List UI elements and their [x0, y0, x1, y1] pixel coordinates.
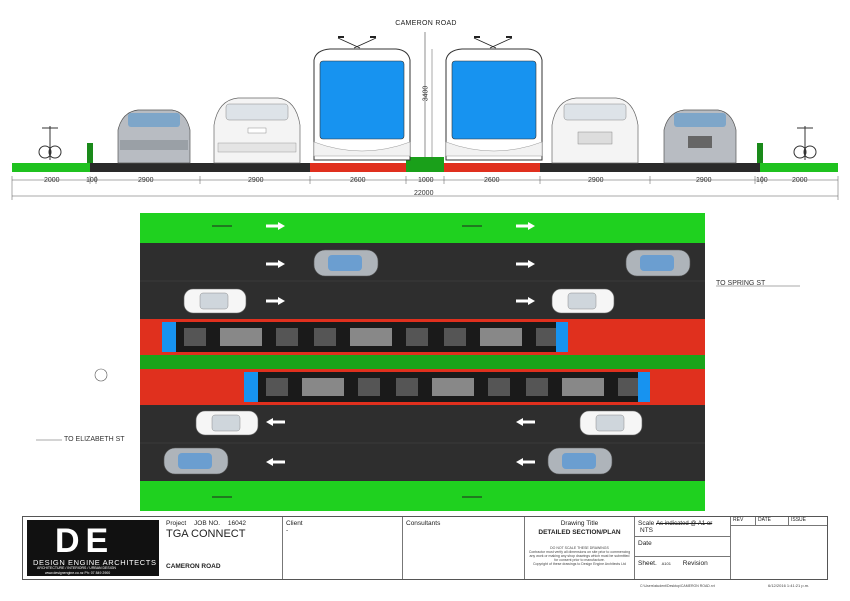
plan-cycleway-bottom: [140, 481, 705, 511]
car-front-grey-right: [663, 109, 737, 164]
section-title: CAMERON ROAD: [395, 20, 457, 27]
dim-lane-4: 2900: [696, 177, 712, 184]
scale-cell: Scale As indicated @ A1 or NTS Date Shee…: [635, 517, 731, 579]
height-dimension: 3400: [422, 85, 430, 102]
plan-tram-bottom: [244, 372, 650, 402]
dim-lane-2: 2900: [248, 177, 264, 184]
plan-median: [140, 355, 705, 369]
title-block: DE DESIGN ENGINE ARCHITECTS ARCHITECTURE…: [22, 516, 828, 580]
tram-front-left: [313, 36, 411, 161]
dim-median: 1000: [418, 177, 434, 184]
note-copyright: Copyright of these drawings to Design En…: [533, 562, 626, 566]
revision-label: Revision: [682, 560, 708, 567]
note-verify: Contractor must verify all dimensions on…: [528, 550, 631, 562]
project-name: TGA CONNECT: [166, 528, 246, 540]
job-number: 16042: [227, 520, 246, 527]
dim-tram-left: 2600: [350, 177, 366, 184]
dim-buffer-right: 100: [756, 177, 768, 184]
scale-value: As indicated @ A1 or: [656, 521, 713, 527]
plan-tram-top: [162, 322, 568, 352]
verge-right: [760, 163, 838, 172]
to-elizabeth-street-label: TO ELIZABETH ST: [64, 436, 125, 443]
issue-header: ISSUE: [791, 517, 807, 523]
dim-lane-3: 2900: [588, 177, 604, 184]
job-label: JOB NO.: [194, 520, 221, 527]
client-value: -: [286, 527, 289, 534]
revision-table: REV DATE ISSUE: [731, 517, 827, 579]
bollard-right: [757, 143, 763, 163]
scale-label: Scale: [638, 520, 655, 527]
plan-cycleway-top: [140, 213, 705, 243]
client-cell: Client -: [283, 517, 403, 579]
dim-cycle-right: 2000: [792, 177, 808, 184]
drawing-title: DETAILED SECTION/PLAN: [538, 529, 621, 536]
firm-subtitle: ARCHITECTURE / INTERIORS / URBAN DESIGN: [37, 566, 116, 570]
project-label: Project: [166, 520, 187, 527]
project-cell: Project JOB NO. 16042 TGA CONNECT CAMERO…: [163, 517, 283, 579]
median-planter: [406, 157, 444, 172]
cross-section-drawing: [11, 32, 839, 200]
client-label: Client: [286, 520, 303, 527]
firm-name: DESIGN ENGINE ARCHITECTS: [33, 558, 157, 567]
file-path: C:\Users\student\Desktop\CAMERON ROAD.rv…: [640, 584, 715, 588]
plan-drawing: [36, 213, 800, 511]
firm-contact: www.designengine.co.nz Ph: 07 849 2900: [45, 571, 111, 575]
firm-logo: DE DESIGN ENGINE ARCHITECTS ARCHITECTURE…: [27, 520, 159, 576]
bicycle-icon-right: [793, 126, 817, 160]
bollard-left: [87, 143, 93, 163]
car-rear-grey-left: [117, 109, 191, 164]
dim-buffer-left: 100: [86, 177, 98, 184]
dim-cycle-left: 2000: [44, 177, 60, 184]
dim-total: 22000: [414, 190, 434, 197]
consultants-label: Consultants: [406, 520, 441, 527]
drawing-title-label: Drawing Title: [560, 520, 599, 527]
project-subtitle: CAMERON ROAD: [166, 563, 221, 570]
bicycle-icon-left: [38, 126, 62, 160]
logo-mark: DE: [55, 522, 115, 560]
tram-front-right: [445, 36, 543, 161]
tram-lane-left: [310, 163, 406, 172]
drawing-title-cell: Drawing Title DETAILED SECTION/PLAN DO N…: [525, 517, 635, 579]
rev-header: REV: [731, 517, 756, 525]
consultants-cell: Consultants: [403, 517, 525, 579]
sheet-label: Sheet.: [638, 560, 657, 567]
dim-lane-1: 2900: [138, 177, 154, 184]
sheet-value: A101: [661, 561, 671, 566]
car-rear-white-left: [213, 97, 301, 164]
rev-date-header: DATE: [756, 517, 789, 525]
tram-lane-right: [444, 163, 540, 172]
to-spring-street-label: TO SPRING ST: [716, 280, 766, 287]
date-label: Date: [635, 537, 730, 557]
scale-nts: NTS: [640, 527, 653, 534]
print-timestamp: 6/12/2016 1:41:21 p.m.: [768, 583, 810, 588]
dim-tram-right: 2600: [484, 177, 500, 184]
car-front-white-right: [551, 97, 639, 164]
note-do-not-scale: DO NOT SCALE THESE DRAWINGS: [550, 546, 609, 550]
verge-left: [12, 163, 90, 172]
